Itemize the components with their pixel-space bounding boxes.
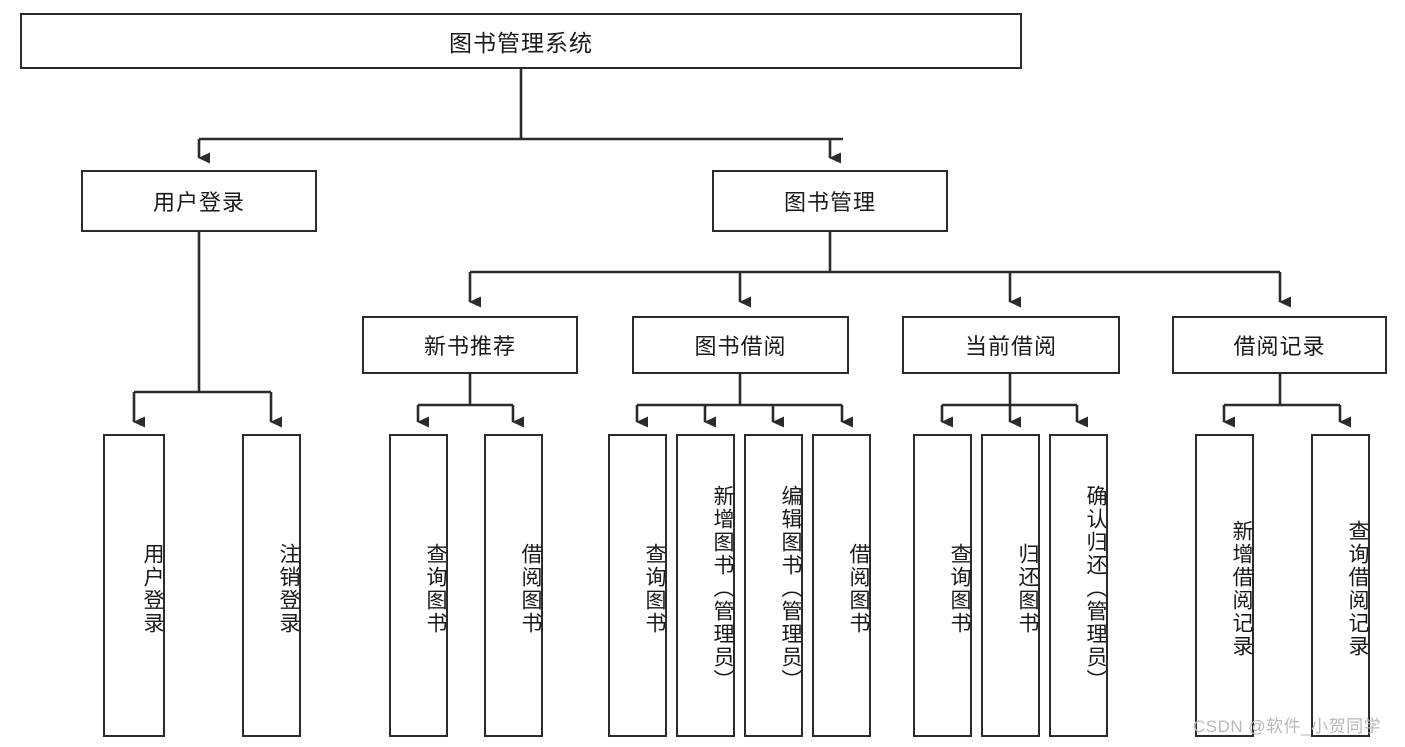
leaf-user-login-login[interactable]: 用户登录: [103, 434, 165, 737]
leaf-label: 新增图书（管理员）: [711, 485, 734, 692]
leaf-book-borrow-edit[interactable]: 编辑图书（管理员）: [744, 434, 803, 737]
node-book-borrow[interactable]: 图书借阅: [632, 316, 849, 374]
leaf-new-book-query[interactable]: 查询图书: [389, 434, 448, 737]
node-borrow-record[interactable]: 借阅记录: [1172, 316, 1387, 374]
node-root-system[interactable]: 图书管理系统: [20, 13, 1022, 69]
leaf-book-borrow-query[interactable]: 查询图书: [608, 434, 667, 737]
leaf-label: 确认归还（管理员）: [1084, 485, 1107, 692]
csdn-watermark: CSDN @软件_小贺同学: [1193, 717, 1382, 736]
leaf-label: 查询图书: [424, 542, 447, 635]
leaf-current-borrow-confirm-return[interactable]: 确认归还（管理员）: [1049, 434, 1108, 737]
leaf-label: 查询图书: [948, 542, 971, 635]
leaf-label: 注销登录: [277, 542, 300, 635]
leaf-label: 查询图书: [643, 542, 666, 635]
node-current-borrow[interactable]: 当前借阅: [902, 316, 1120, 374]
leaf-current-borrow-return[interactable]: 归还图书: [981, 434, 1040, 737]
node-new-book-recommend[interactable]: 新书推荐: [362, 316, 578, 374]
leaf-new-book-borrow[interactable]: 借阅图书: [484, 434, 543, 737]
leaf-borrow-record-query[interactable]: 查询借阅记录: [1311, 434, 1370, 737]
node-book-management[interactable]: 图书管理: [712, 170, 948, 232]
leaf-label: 编辑图书（管理员）: [779, 485, 802, 692]
leaf-label: 新增借阅记录: [1230, 519, 1253, 658]
leaf-book-borrow-borrow[interactable]: 借阅图书: [812, 434, 871, 737]
leaf-label: 归还图书: [1016, 542, 1039, 635]
leaf-label: 查询借阅记录: [1346, 519, 1369, 658]
leaf-current-borrow-query[interactable]: 查询图书: [913, 434, 972, 737]
leaf-user-login-logout[interactable]: 注销登录: [242, 434, 301, 737]
leaf-label: 用户登录: [141, 542, 164, 635]
leaf-borrow-record-add[interactable]: 新增借阅记录: [1195, 434, 1254, 737]
leaf-book-borrow-add[interactable]: 新增图书（管理员）: [676, 434, 735, 737]
leaf-label: 借阅图书: [847, 542, 870, 635]
leaf-label: 借阅图书: [519, 542, 542, 635]
node-user-login[interactable]: 用户登录: [81, 170, 317, 232]
